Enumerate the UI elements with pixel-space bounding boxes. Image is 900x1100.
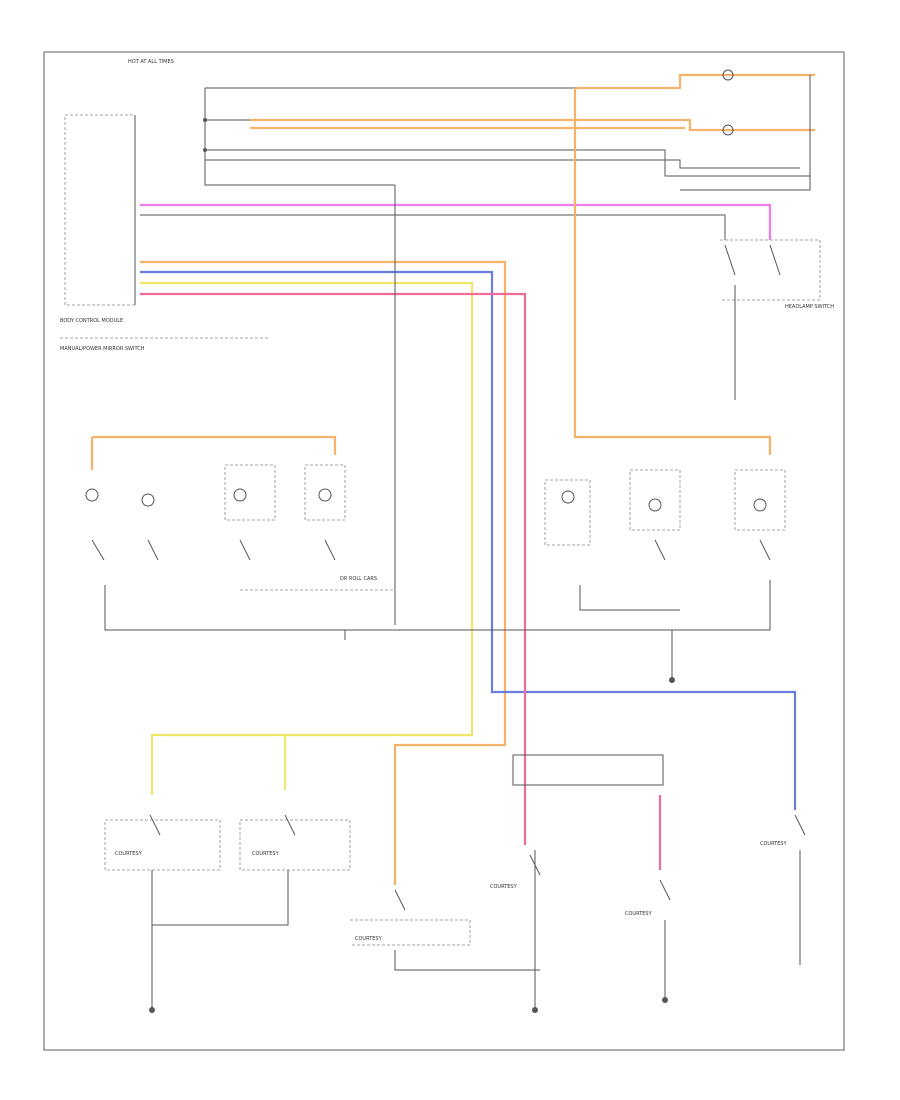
svg-text:COURTESY: COURTESY <box>760 841 788 847</box>
left-lamp-cluster: DR ROLL CARS <box>85 464 770 640</box>
magenta-wire <box>140 203 772 240</box>
blue-wire-main <box>140 270 797 810</box>
svg-text:COURTESY: COURTESY <box>625 911 653 917</box>
hot-at-all-times-label: HOT AT ALL TIMES <box>128 59 174 65</box>
svg-text:COURTESY: COURTESY <box>490 884 518 890</box>
top-right-lamps <box>250 69 815 191</box>
svg-text:BODY CONTROL MODULE: BODY CONTROL MODULE <box>60 318 123 324</box>
orange-wire-main <box>140 260 507 885</box>
right-door-switches: COURTESY COURTESY <box>625 814 806 1003</box>
svg-text:COURTESY: COURTESY <box>355 936 383 942</box>
svg-text:COURTESY: COURTESY <box>252 851 280 857</box>
svg-text:HEADLAMP SWITCH: HEADLAMP SWITCH <box>785 304 834 310</box>
diagram-frame <box>43 51 845 1051</box>
right-lamp-cluster <box>544 469 786 683</box>
headlamp-switch: HEADLAMP SWITCH <box>720 239 834 400</box>
svg-text:DR ROLL CARS: DR ROLL CARS <box>340 576 377 582</box>
pink-wire-main <box>140 292 527 845</box>
body-control-module: BODY CONTROL MODULE MANUAL/POWER MIRROR … <box>60 114 270 352</box>
yellow-wire-main <box>140 281 474 795</box>
orange-wire-top <box>575 73 815 90</box>
left-door-switches: COURTESY COURTESY <box>104 814 351 1013</box>
middle-door-switches: COURTESY COURTESY <box>350 854 541 1013</box>
fuse-block <box>203 87 810 186</box>
lower-module <box>512 754 664 1010</box>
svg-text:COURTESY: COURTESY <box>115 851 143 857</box>
svg-text:MANUAL/POWER MIRROR SWITCH: MANUAL/POWER MIRROR SWITCH <box>60 346 145 352</box>
